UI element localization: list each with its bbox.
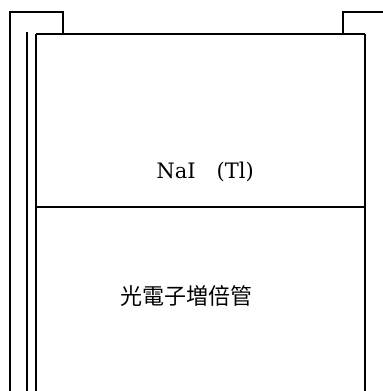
crystal-label: NaI (Tl) (156, 159, 253, 183)
housing-right-outer-wall (342, 11, 383, 34)
detector-body (35, 33, 366, 391)
housing-left-outer-wall (9, 11, 64, 391)
housing-outline (9, 11, 383, 391)
pmt-label: 光電子増倍管 (120, 285, 252, 310)
